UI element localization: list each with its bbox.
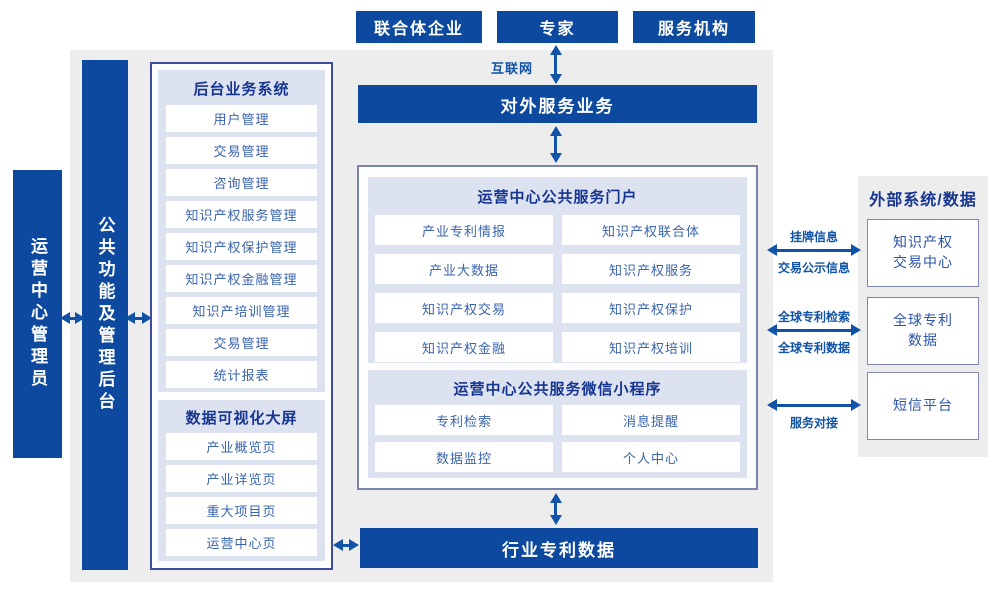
backend-item-ip-protection-mgmt: 知识产权保护管理 <box>166 233 317 260</box>
arrow-left-icon <box>767 324 777 336</box>
actor-box-consortium: 联合体企业 <box>356 11 482 43</box>
arrow-down-icon <box>549 74 562 84</box>
arrow-down-icon <box>549 153 562 163</box>
dashboard-item-industry-overview: 产业概览页 <box>166 433 317 460</box>
dashboard-item-operation-center: 运营中心页 <box>166 529 317 556</box>
external-box-line: 知识产权 <box>893 234 953 251</box>
backend-item-trade-mgmt-2: 交易管理 <box>166 329 317 356</box>
external-box-sms-platform: 短信平台 <box>867 372 979 440</box>
backend-system-list: 用户管理 交易管理 咨询管理 知识产权服务管理 知识产权保护管理 知识产权金融管… <box>158 105 325 388</box>
arrow-link-sms <box>767 398 861 412</box>
arrow-up-icon <box>549 45 562 55</box>
portal-item-industry-bigdata: 产业大数据 <box>375 254 553 284</box>
arrow-link-global-patent <box>767 323 861 337</box>
external-box-line: 数据 <box>908 332 938 348</box>
dashboard-item-industry-detail: 产业详览页 <box>166 465 317 492</box>
portal-item-ip-protection: 知识产权保护 <box>562 293 740 323</box>
arrow-service-portal <box>548 126 563 163</box>
backend-item-ip-service-mgmt: 知识产权服务管理 <box>166 201 317 228</box>
portal-section: 运营中心公共服务门户 产业专利情报 知识产权联合体 产业大数据 知识产权服务 知… <box>368 177 747 363</box>
arrow-left-icon <box>767 244 777 256</box>
actor-box-expert: 专家 <box>497 11 618 43</box>
backend-item-ip-training-mgmt: 知识产培训管理 <box>166 297 317 324</box>
miniprogram-section: 运营中心公共服务微信小程序 专利检索 消息提醒 数据监控 个人中心 <box>368 370 747 478</box>
backend-item-user-mgmt: 用户管理 <box>166 105 317 132</box>
arrow-left-icon <box>60 312 70 324</box>
mini-item-personal-center: 个人中心 <box>562 442 740 472</box>
arrow-left-icon <box>125 312 135 324</box>
operator-rail: 运营中心管理员 <box>13 170 62 458</box>
link-label-global-data: 全球专利数据 <box>777 341 850 355</box>
external-box-global-patent-data: 全球专利 数据 <box>867 297 979 365</box>
mini-item-message-alert: 消息提醒 <box>562 405 740 435</box>
mini-item-data-monitor: 数据监控 <box>375 442 553 472</box>
backend-item-consult-mgmt: 咨询管理 <box>166 169 317 196</box>
backend-item-ip-finance-mgmt: 知识产权金融管理 <box>166 265 317 292</box>
miniprogram-title: 运营中心公共服务微信小程序 <box>453 381 662 398</box>
arrow-right-icon <box>851 244 861 256</box>
backend-item-trade-mgmt: 交易管理 <box>166 137 317 164</box>
external-box-line: 全球专利 <box>893 312 953 329</box>
actor-box-service-org: 服务机构 <box>633 11 755 43</box>
external-box-line: 交易中心 <box>893 254 953 270</box>
arrow-up-icon <box>549 126 562 136</box>
arrow-right-icon <box>349 539 359 551</box>
arrow-right-icon <box>142 312 152 324</box>
arrow-admin-backendbox <box>125 310 152 326</box>
portal-item-ip-finance: 知识产权金融 <box>375 332 553 362</box>
external-systems-title: 外部系统/数据 <box>869 192 977 209</box>
link-label-service-connect: 服务对接 <box>789 416 838 430</box>
dashboard-list: 产业概览页 产业详览页 重大项目页 运营中心页 <box>158 433 325 556</box>
external-box-ip-trade-center: 知识产权 交易中心 <box>867 219 979 287</box>
arrow-right-icon <box>75 312 85 324</box>
arrow-dashboard-industrydata <box>333 537 359 553</box>
arrow-link-trade-center <box>767 243 861 257</box>
portal-item-ip-training: 知识产权培训 <box>562 332 740 362</box>
arrow-internet-vertical <box>548 45 563 84</box>
arrow-left-icon <box>767 399 777 411</box>
link-label-trade-notice: 交易公示信息 <box>777 261 850 275</box>
mini-item-patent-search: 专利检索 <box>375 405 553 435</box>
dashboard-section: 数据可视化大屏 产业概览页 产业详览页 重大项目页 运营中心页 <box>158 400 325 561</box>
link-label-global-search: 全球专利检索 <box>777 310 850 324</box>
industry-data-bar: 行业专利数据 <box>360 528 758 568</box>
arrow-right-icon <box>851 324 861 336</box>
dashboard-item-major-projects: 重大项目页 <box>166 497 317 524</box>
arrow-portal-industrydata <box>548 493 563 525</box>
admin-backend-rail: 公共功能及管理后台 <box>82 60 128 570</box>
external-service-bar: 对外服务业务 <box>358 85 757 123</box>
dashboard-title: 数据可视化大屏 <box>185 410 298 427</box>
portal-title: 运营中心公共服务门户 <box>477 189 638 206</box>
portal-item-ip-consortium: 知识产权联合体 <box>562 215 740 245</box>
arrow-up-icon <box>549 493 562 503</box>
external-box-line: 短信平台 <box>893 397 953 414</box>
portal-item-ip-trade: 知识产权交易 <box>375 293 553 323</box>
miniprogram-grid: 专利检索 消息提醒 数据监控 个人中心 <box>368 405 747 472</box>
internet-label: 互联网 <box>490 61 533 76</box>
backend-item-stat-report: 统计报表 <box>166 361 317 388</box>
arrow-right-icon <box>851 399 861 411</box>
arrow-left-icon <box>333 539 343 551</box>
backend-system-title: 后台业务系统 <box>193 81 290 98</box>
backend-system-section: 后台业务系统 用户管理 交易管理 咨询管理 知识产权服务管理 知识产权保护管理 … <box>158 70 325 392</box>
portal-item-ip-service: 知识产权服务 <box>562 254 740 284</box>
arrow-operator-admin <box>60 310 85 326</box>
link-label-listing-info: 挂牌信息 <box>789 230 838 244</box>
portal-item-patent-intel: 产业专利情报 <box>375 215 553 245</box>
arrow-down-icon <box>549 515 562 525</box>
portal-grid: 产业专利情报 知识产权联合体 产业大数据 知识产权服务 知识产权交易 知识产权保… <box>368 215 747 362</box>
